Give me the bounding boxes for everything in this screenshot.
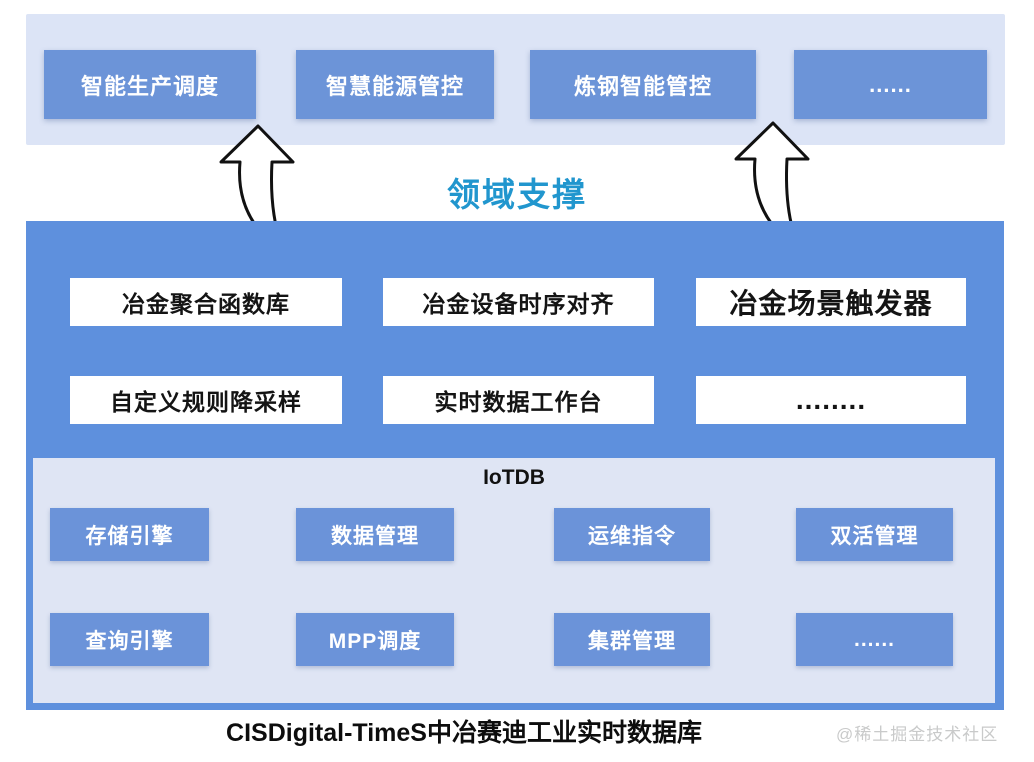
module-box-storage-engine: 存储引擎 (50, 508, 209, 561)
domain-support-title: 领域支撑 (447, 176, 587, 213)
feature-box-timeseries-alignment: 冶金设备时序对齐 (383, 278, 654, 326)
module-box-ops-commands: 运维指令 (554, 508, 710, 561)
community-watermark: @稀土掘金技术社区 (836, 725, 999, 744)
feature-box-scenario-trigger: 冶金场景触发器 (696, 278, 966, 326)
iotdb-title: IoTDB (483, 466, 545, 489)
module-box-data-management: 数据管理 (296, 508, 454, 561)
app-box-ellipsis: ...... (794, 50, 987, 119)
platform-layer-box: 冶金聚合函数库 冶金设备时序对齐 冶金场景触发器 自定义规则降采样 实时数据工作… (26, 221, 1004, 710)
module-box-active-active-management: 双活管理 (796, 508, 953, 561)
feature-box-custom-downsampling: 自定义规则降采样 (70, 376, 342, 424)
module-box-cluster-management: 集群管理 (554, 613, 710, 666)
module-box-mpp-scheduling: MPP调度 (296, 613, 454, 666)
app-box-production-scheduling: 智能生产调度 (44, 50, 256, 119)
module-box-query-engine: 查询引擎 (50, 613, 209, 666)
app-box-steelmaking-control: 炼钢智能管控 (530, 50, 756, 119)
application-layer-band: 智能生产调度 智慧能源管控 炼钢智能管控 ...... (26, 14, 1005, 145)
feature-box-realtime-workbench: 实时数据工作台 (383, 376, 654, 424)
feature-box-ellipsis: ........ (696, 376, 966, 424)
module-box-ellipsis: ...... (796, 613, 953, 666)
app-box-energy-management: 智慧能源管控 (296, 50, 494, 119)
diagram-caption: CISDigital-TimeS中冶赛迪工业实时数据库 (226, 719, 702, 747)
iotdb-panel: IoTDB 存储引擎 数据管理 运维指令 双活管理 查询引擎 MPP调度 集群管… (33, 458, 995, 703)
feature-box-aggregation-library: 冶金聚合函数库 (70, 278, 342, 326)
